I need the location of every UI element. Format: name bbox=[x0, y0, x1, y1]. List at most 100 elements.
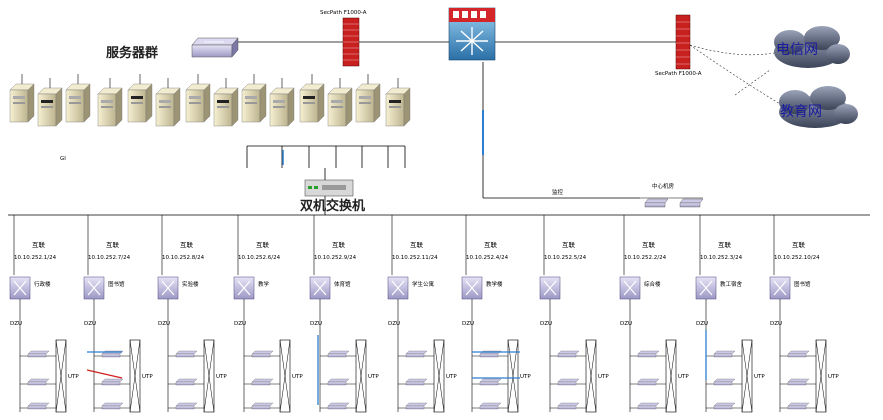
server-icon bbox=[213, 78, 239, 127]
branch-title: 互联 bbox=[256, 240, 270, 249]
firewall-top-label: SecPath F1000-A bbox=[320, 10, 367, 16]
dzu-label: DZU bbox=[540, 321, 552, 327]
backbone-lines bbox=[8, 41, 870, 216]
dzu-label: DZU bbox=[620, 321, 632, 327]
firewall-top-icon bbox=[342, 17, 360, 67]
branch-ip: 10.10.252.1/24 bbox=[14, 255, 57, 261]
server-icon bbox=[385, 78, 411, 127]
utp-label: UTP bbox=[216, 374, 227, 380]
branch-ip: 10.10.252.8/24 bbox=[162, 255, 205, 261]
branch-ip: 10.10.252.5/24 bbox=[544, 255, 587, 261]
server-farm-switch bbox=[191, 37, 239, 58]
edu-cloud-icon bbox=[779, 86, 858, 128]
branch-ip: 10.10.252.11/24 bbox=[392, 255, 438, 261]
edu-label: 教育网 bbox=[780, 104, 822, 120]
branch-node: 互联 10.10.252.3/24 教工宿舍 DZU UTP bbox=[695, 215, 765, 413]
server-icon bbox=[97, 78, 123, 127]
branch-node: 互联 10.10.252.6/24 教学 DZU UTP bbox=[233, 215, 303, 413]
branch-title: 互联 bbox=[792, 240, 806, 249]
branch-ip: 10.10.252.6/24 bbox=[238, 255, 281, 261]
branch-title: 互联 bbox=[106, 240, 120, 249]
server-icon bbox=[65, 74, 91, 123]
server-icon bbox=[299, 74, 325, 123]
branch-title: 互联 bbox=[32, 240, 46, 249]
branch-ip: 10.10.252.10/24 bbox=[774, 255, 820, 261]
dzu-label: DZU bbox=[84, 321, 96, 327]
server-icon bbox=[355, 74, 381, 123]
server-row bbox=[9, 74, 411, 127]
branch-ip: 10.10.252.3/24 bbox=[700, 255, 743, 261]
branch-ip: 10.10.252.9/24 bbox=[314, 255, 357, 261]
dzu-label: DZU bbox=[310, 321, 322, 327]
center-node-icon bbox=[640, 197, 704, 208]
branch-title: 互联 bbox=[718, 240, 732, 249]
branch-dept: 行政楼 bbox=[34, 280, 51, 288]
branch-ip: 10.10.252.4/24 bbox=[466, 255, 509, 261]
server-icon bbox=[185, 74, 211, 123]
branch-node: 互联 10.10.252.2/24 综合楼 DZU UTP bbox=[619, 215, 689, 413]
branch-ip: 10.10.252.2/24 bbox=[624, 255, 667, 261]
dzu-label: DZU bbox=[462, 321, 474, 327]
branch-title: 互联 bbox=[332, 240, 346, 249]
branch-node: 互联 10.10.252.10/24 图书馆 DZU UTP bbox=[769, 215, 839, 413]
branch-node: 互联 10.10.252.7/24 图书馆 DZU UTP bbox=[83, 215, 153, 413]
dzu-label: DZU bbox=[10, 321, 22, 327]
utp-label: UTP bbox=[678, 374, 689, 380]
utp-label: UTP bbox=[142, 374, 153, 380]
core-switch-icon bbox=[448, 7, 496, 61]
accent-link bbox=[86, 369, 123, 379]
utp-label: UTP bbox=[446, 374, 457, 380]
branch-dept: 图书馆 bbox=[794, 280, 811, 288]
branch-node: 互联 10.10.252.11/24 学生公寓 DZU UTP bbox=[387, 215, 457, 413]
branch-node: 互联 10.10.252.9/24 体育馆 DZU UTP bbox=[309, 215, 379, 413]
server-icon bbox=[9, 74, 35, 123]
telecom-cloud-icon bbox=[774, 26, 850, 68]
branch-node: 互联 10.10.252.4/24 教学楼 DZU UTP bbox=[461, 215, 531, 413]
branch-dept: 综合楼 bbox=[644, 280, 661, 288]
dzu-label: DZU bbox=[388, 321, 400, 327]
dzu-label: DZU bbox=[770, 321, 782, 327]
server-icon bbox=[269, 78, 295, 127]
utp-label: UTP bbox=[598, 374, 609, 380]
branch-title: 互联 bbox=[484, 240, 498, 249]
branch-title: 互联 bbox=[642, 240, 656, 249]
monitor-label: 监控 bbox=[552, 188, 564, 196]
dashed-links bbox=[689, 44, 791, 111]
firewall-right-label: SecPath F1000-A bbox=[655, 71, 702, 77]
dual-switch-label: 双机交换机 bbox=[300, 198, 365, 214]
dzu-label: DZU bbox=[696, 321, 708, 327]
branch-dept: 教学楼 bbox=[486, 280, 503, 288]
server-icon bbox=[241, 74, 267, 123]
dzu-label: DZU bbox=[158, 321, 170, 327]
branch-dept: 教工宿舍 bbox=[720, 280, 743, 288]
server-icon bbox=[127, 74, 153, 123]
branch-dept: 图书馆 bbox=[108, 280, 125, 288]
utp-label: UTP bbox=[828, 374, 839, 380]
server-icon bbox=[37, 78, 63, 127]
branch-title: 互联 bbox=[562, 240, 576, 249]
branch-dept: 体育馆 bbox=[334, 280, 351, 288]
branch-ip: 10.10.252.7/24 bbox=[88, 255, 131, 261]
gi-label: GI bbox=[60, 156, 66, 162]
branch-group: 互联 10.10.252.1/24 行政楼 DZU UTP 互联 10.10.252.7/2… bbox=[9, 215, 839, 413]
dual-switch-icon bbox=[304, 179, 354, 197]
branch-title: 互联 bbox=[410, 240, 424, 249]
dzu-label: DZU bbox=[234, 321, 246, 327]
branch-dept: 教学 bbox=[258, 280, 270, 288]
server-icon bbox=[155, 78, 181, 127]
utp-label: UTP bbox=[368, 374, 379, 380]
branch-dept: 学生公寓 bbox=[412, 280, 435, 288]
utp-label: UTP bbox=[292, 374, 303, 380]
utp-label: UTP bbox=[520, 374, 531, 380]
firewall-right-icon bbox=[675, 14, 691, 70]
branch-title: 互联 bbox=[180, 240, 194, 249]
utp-label: UTP bbox=[754, 374, 765, 380]
server-icon bbox=[327, 78, 353, 127]
center-node-label: 中心机房 bbox=[652, 182, 675, 190]
server-farm-label: 服务器群 bbox=[106, 45, 158, 61]
telecom-label: 电信网 bbox=[776, 42, 818, 58]
